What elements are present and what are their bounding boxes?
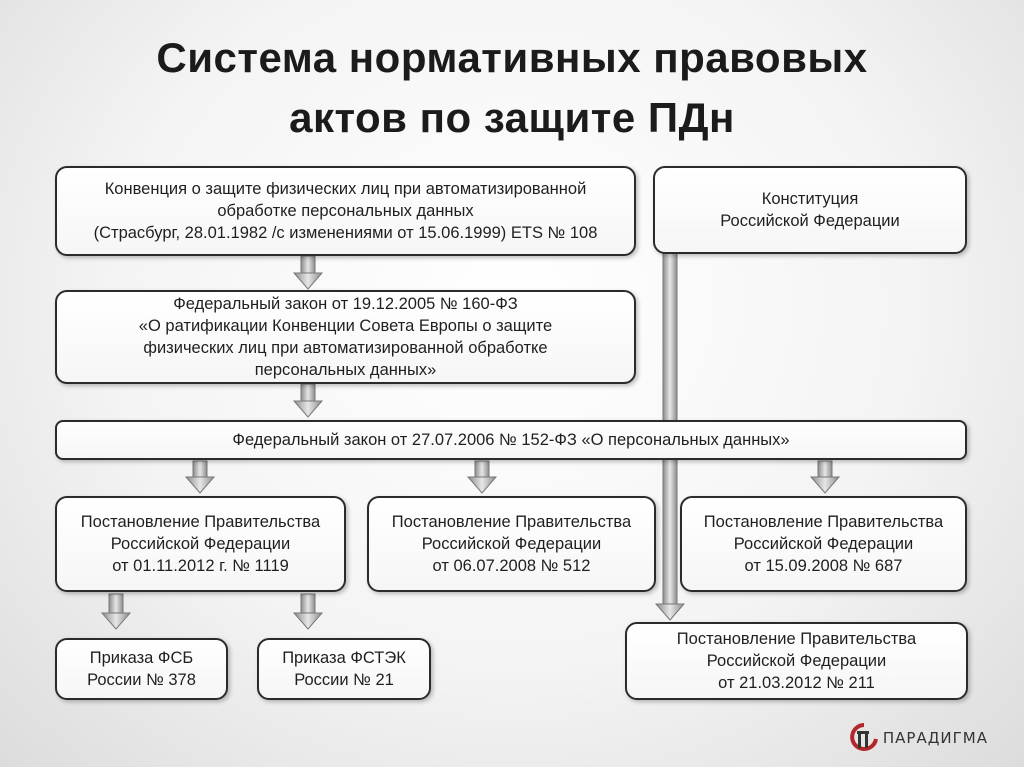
constitution-line-1: Конституция xyxy=(761,190,859,208)
law160-line-2: «О ратификации Конвенции Совета Европы о… xyxy=(138,317,553,335)
slide-title-line-2: актов по защите ПДн xyxy=(289,94,735,141)
decree512-line-1: Постановление Правительства xyxy=(391,513,632,531)
constitution-box: Конституция Российской Федерации xyxy=(653,166,967,254)
decree1119-to-fstek-arrow xyxy=(292,593,324,630)
decree687-box: Постановление Правительства Российской Ф… xyxy=(680,496,967,592)
paradigma-logo-text: ПАРАДИГМА xyxy=(882,729,988,747)
convention-to-law160-arrow xyxy=(292,255,324,290)
convention-line-3: (Страсбург, 28.01.1982 /с изменениями от… xyxy=(93,224,598,242)
law152-to-decree687-arrow xyxy=(809,460,841,494)
fsb-line-2: России № 378 xyxy=(87,671,196,689)
decree1119-line-2: Российской Федерации xyxy=(110,535,291,553)
law160-box: Федеральный закон от 19.12.2005 № 160-ФЗ… xyxy=(55,290,636,384)
decree512-line-2: Российской Федерации xyxy=(421,535,602,553)
paradigma-logo: ПАРАДИГМА xyxy=(849,722,988,754)
decree687-line-1: Постановление Правительства xyxy=(703,513,944,531)
fsb-line-1: Приказа ФСБ xyxy=(89,649,194,667)
law152-line-1: Федеральный закон от 27.07.2006 № 152-ФЗ… xyxy=(232,431,790,449)
decree211-box: Постановление Правительства Российской Ф… xyxy=(625,622,968,700)
law160-to-law152-arrow xyxy=(292,383,324,418)
decree211-line-2: Российской Федерации xyxy=(706,652,887,670)
decree1119-line-1: Постановление Правительства xyxy=(80,513,321,531)
law152-to-decree512-arrow xyxy=(466,460,498,494)
law152-to-decree1119-arrow xyxy=(184,460,216,494)
constitution-line-2: Российской Федерации xyxy=(720,212,900,230)
fstek-line-1: Приказа ФСТЭК xyxy=(282,649,406,667)
fstek-line-2: России № 21 xyxy=(294,671,394,689)
convention-line-2: обработке персональных данных xyxy=(217,202,474,220)
convention-line-1: Конвенция о защите физических лиц при ав… xyxy=(104,180,587,198)
fstek-order-box: Приказа ФСТЭК России № 21 xyxy=(257,638,431,700)
decree211-line-1: Постановление Правительства xyxy=(676,630,917,648)
decree1119-to-fsb-arrow xyxy=(100,593,132,630)
convention-box: Конвенция о защите физических лиц при ав… xyxy=(55,166,636,256)
decree211-line-3: от 21.03.2012 № 211 xyxy=(718,674,875,692)
decree1119-box: Постановление Правительства Российской Ф… xyxy=(55,496,346,592)
law152-box: Федеральный закон от 27.07.2006 № 152-ФЗ… xyxy=(55,420,967,460)
decree687-line-3: от 15.09.2008 № 687 xyxy=(744,557,903,575)
law160-line-1: Федеральный закон от 19.12.2005 № 160-ФЗ xyxy=(173,295,518,313)
decree1119-line-3: от 01.11.2012 г. № 1119 xyxy=(112,557,289,575)
decree512-box: Постановление Правительства Российской Ф… xyxy=(367,496,656,592)
slide-title: Система нормативных правовых актов по за… xyxy=(0,28,1024,148)
paradigma-logo-mark-icon xyxy=(850,723,878,751)
law160-line-3: физических лиц при автоматизированной об… xyxy=(143,339,548,357)
decree512-line-3: от 06.07.2008 № 512 xyxy=(432,557,591,575)
decree687-line-2: Российской Федерации xyxy=(733,535,914,553)
fsb-order-box: Приказа ФСБ России № 378 xyxy=(55,638,228,700)
law160-line-4: персональных данных» xyxy=(254,361,437,379)
slide-title-line-1: Система нормативных правовых xyxy=(156,34,868,81)
